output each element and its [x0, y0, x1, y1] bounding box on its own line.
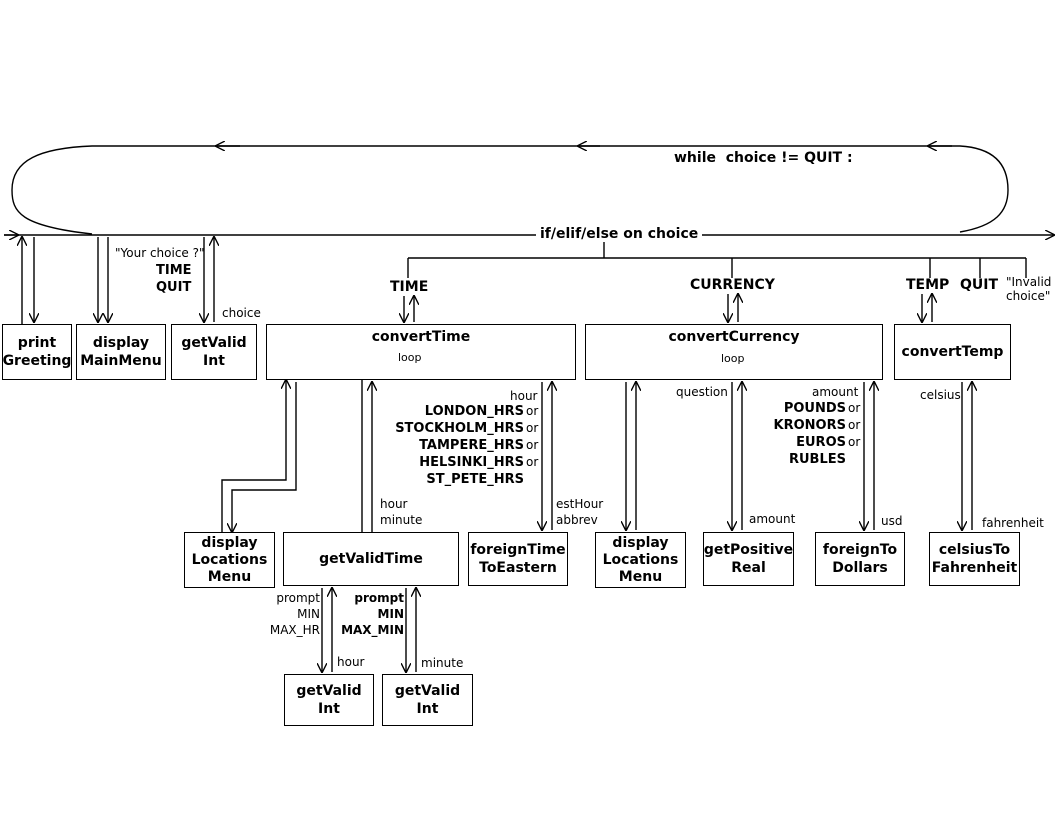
- convert-temp-module: convertTemp: [894, 324, 1011, 380]
- display-locations-menu-time-module: display Locations Menu: [184, 532, 275, 588]
- time-loop-label: loop: [398, 351, 422, 364]
- currency-list: POUNDS KRONORS EUROS RUBLES: [773, 401, 846, 467]
- prompt-min-maxhr-text: prompt MIN MAX_HR: [269, 591, 320, 637]
- branch-temp: TEMP: [906, 277, 950, 293]
- get-valid-int-minute-module: getValid Int: [382, 674, 473, 726]
- amount-param: amount: [812, 385, 859, 399]
- get-valid-int-main-module: getValid Int: [171, 324, 257, 380]
- branch-label: if/elif/else on choice: [536, 226, 703, 242]
- while-loop-label: while choice != QUIT :: [674, 150, 853, 166]
- get-valid-time-module: getValidTime: [283, 532, 459, 586]
- your-choice-prompt: "Your choice ?": [115, 246, 205, 260]
- foreign-time-to-eastern-module: foreignTime ToEastern: [468, 532, 568, 586]
- celsius-param: celsius: [920, 388, 961, 402]
- print-greeting-module: print Greeting: [2, 324, 72, 380]
- display-locations-menu-currency-module: display Locations Menu: [595, 532, 686, 588]
- prompt-min-maxmin: prompt MIN MAX_MIN: [338, 590, 404, 638]
- convert-currency-module: convertCurrency: [585, 324, 883, 380]
- hour-return: hour: [337, 655, 365, 669]
- prompt-min-maxmin-text: prompt MIN MAX_MIN: [341, 591, 404, 637]
- choice-label: choice: [222, 306, 261, 320]
- branch-invalid: "Invalid choice": [1006, 275, 1052, 303]
- prompt-min-maxhr: prompt MIN MAX_HR: [262, 590, 320, 638]
- est-hour-abbrev-return: estHour abbrev: [556, 497, 604, 527]
- get-positive-real-module: getPositive Real: [703, 532, 794, 586]
- minute-return: minute: [421, 656, 464, 670]
- branch-quit: QUIT: [960, 277, 999, 293]
- usd-return: usd: [881, 514, 903, 528]
- while-loop-path: [11, 145, 1009, 235]
- display-main-menu-module: display MainMenu: [76, 324, 166, 380]
- celsius-to-fahrenheit-module: celsiusTo Fahrenheit: [929, 532, 1020, 586]
- currency-or: or or or: [848, 401, 861, 449]
- time-quit-options: TIME QUIT: [156, 263, 192, 295]
- convert-currency-label: convertCurrency: [668, 329, 800, 345]
- get-valid-int-hour-module: getValid Int: [284, 674, 374, 726]
- question-param: question: [676, 385, 728, 399]
- hour-param: hour: [510, 389, 538, 403]
- time-locations-list: LONDON_HRS STOCKHOLM_HRS TAMPERE_HRS HEL…: [395, 404, 524, 487]
- time-locations-or: or or or or: [526, 404, 539, 469]
- currency-loop-label: loop: [721, 352, 745, 365]
- foreign-to-dollars-module: foreignTo Dollars: [815, 532, 905, 586]
- fahrenheit-return: fahrenheit: [982, 516, 1044, 530]
- branch-currency: CURRENCY: [690, 277, 775, 293]
- branch-time: TIME: [390, 279, 429, 295]
- convert-time-module: convertTime: [266, 324, 576, 380]
- amount-return: amount: [749, 512, 796, 526]
- hour-minute-return: hour minute: [380, 497, 423, 527]
- convert-time-label: convertTime: [371, 329, 471, 345]
